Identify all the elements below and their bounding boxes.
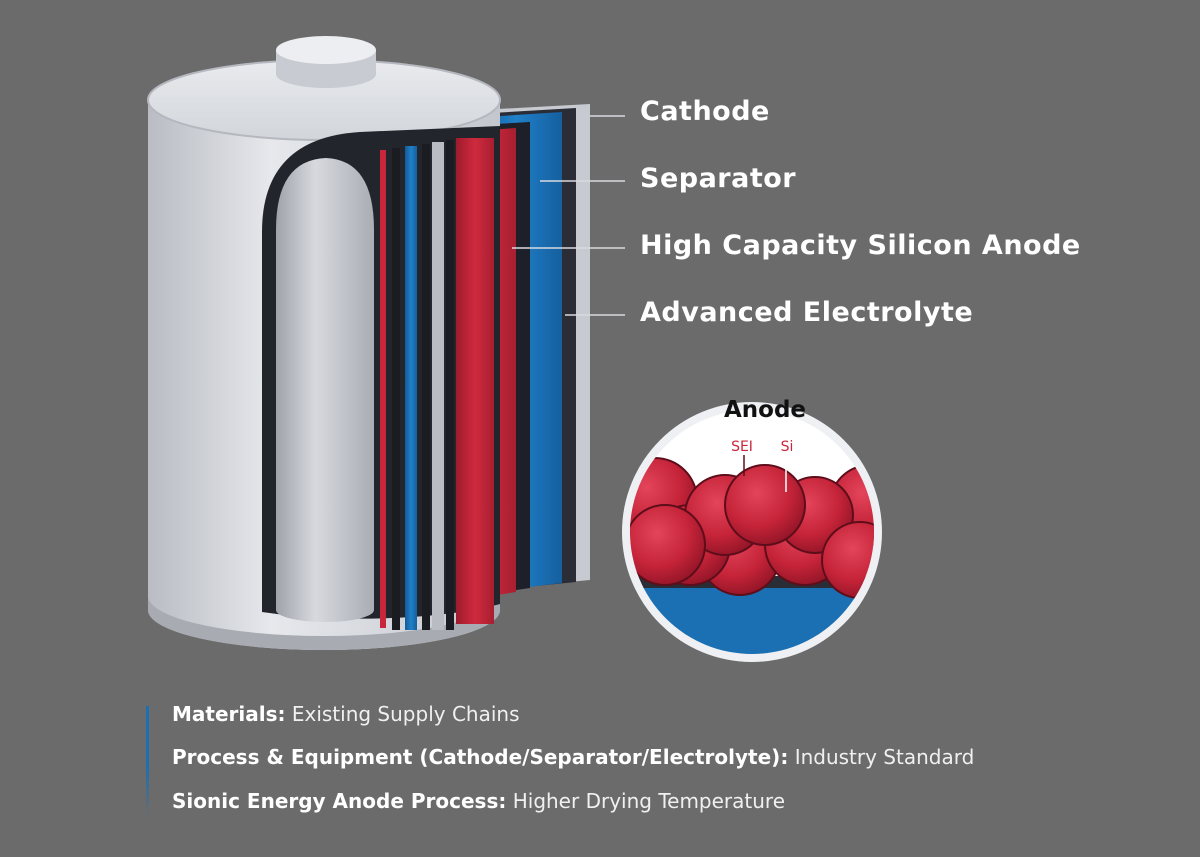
note-key: Process & Equipment (Cathode/Separator/E… bbox=[172, 745, 789, 769]
winding-dark-2 bbox=[422, 144, 430, 630]
note-value: Existing Supply Chains bbox=[291, 702, 520, 726]
note-key: Materials: bbox=[172, 702, 286, 726]
inset-title: Anode bbox=[724, 397, 806, 423]
particle bbox=[630, 504, 706, 586]
winding-red-1 bbox=[380, 150, 386, 628]
winding-dark-3 bbox=[446, 140, 454, 630]
battery-can bbox=[147, 36, 501, 650]
silicon-particles bbox=[630, 457, 874, 599]
notes-accent-bar bbox=[146, 706, 149, 814]
can-top bbox=[148, 60, 500, 140]
inner-core bbox=[276, 158, 374, 622]
si-label: Si bbox=[781, 439, 794, 455]
particle-highlight bbox=[724, 464, 806, 546]
particle bbox=[821, 521, 874, 599]
electrolyte-label: Advanced Electrolyte bbox=[640, 297, 974, 328]
winding-grey-1 bbox=[432, 142, 444, 630]
anode-inset: Anode SEI Si bbox=[622, 397, 882, 662]
note-materials: Materials: Existing Supply Chains bbox=[172, 702, 520, 726]
winding-red-2 bbox=[456, 138, 494, 624]
note-value: Industry Standard bbox=[794, 745, 975, 769]
anode-label: High Capacity Silicon Anode bbox=[640, 230, 1081, 261]
leader-lines bbox=[512, 115, 625, 316]
note-key: Sionic Energy Anode Process: bbox=[172, 789, 507, 813]
note-value: Higher Drying Temperature bbox=[512, 789, 786, 813]
winding-dark-1 bbox=[392, 148, 400, 630]
note-anode-process: Sionic Energy Anode Process: Higher Dryi… bbox=[172, 789, 785, 813]
separator-label: Separator bbox=[640, 163, 797, 194]
terminal-top bbox=[276, 36, 376, 64]
can-bottom-rim bbox=[148, 596, 500, 650]
winding-blue-1 bbox=[405, 146, 417, 630]
sei-label: SEI bbox=[731, 439, 753, 455]
cathode-label: Cathode bbox=[640, 96, 770, 127]
note-process: Process & Equipment (Cathode/Separator/E… bbox=[172, 745, 974, 769]
